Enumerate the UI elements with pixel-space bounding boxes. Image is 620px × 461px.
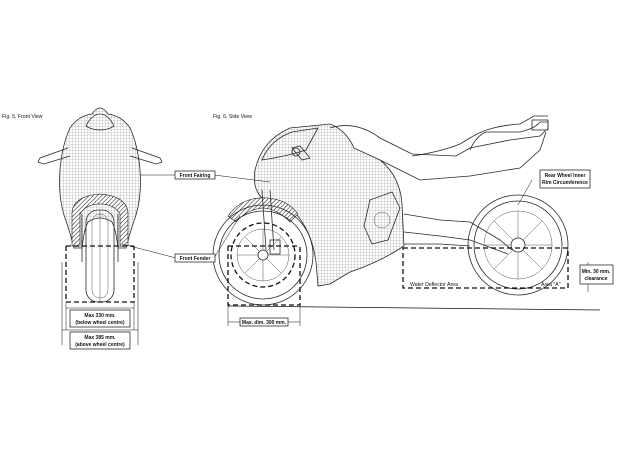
side-dim-box bbox=[239, 317, 289, 327]
callout-lines bbox=[121, 174, 533, 259]
min-clearance-line1: Min. 30 mm. bbox=[582, 269, 611, 275]
front-fairing-label: Front Fairing bbox=[180, 173, 211, 179]
water-deflector-area bbox=[402, 247, 569, 289]
side-view-title: Fig. 6, Side View bbox=[213, 114, 252, 120]
front-fender-front-view bbox=[71, 193, 129, 247]
max-330-line2: (below wheel centre) bbox=[75, 320, 125, 326]
side-view-motorcycle bbox=[253, 115, 549, 287]
front-fender-side-view bbox=[227, 197, 299, 223]
front-wheel-side-envelope bbox=[227, 246, 301, 306]
front-fender-label: Front Fender bbox=[180, 256, 211, 262]
rear-wheel-side bbox=[467, 194, 569, 296]
front-view-wheel-envelope bbox=[65, 246, 135, 303]
front-fairing-callout-box bbox=[174, 170, 216, 180]
front-view-dimensions bbox=[61, 262, 139, 345]
rear-wheel-line2: Rim Circumference bbox=[542, 180, 588, 186]
max-385-line1: Max 385 mm. bbox=[84, 335, 116, 341]
max-385-line2: (above wheel centre) bbox=[75, 342, 125, 348]
side-dim-label: Max. dim. 300 mm. bbox=[242, 320, 287, 326]
max-385-box bbox=[69, 331, 131, 350]
front-fender-callout-box bbox=[174, 253, 216, 263]
rear-wheel-line1: Rear Wheel Inner bbox=[545, 173, 586, 179]
ground-line bbox=[227, 305, 601, 311]
max-330-line1: Max 330 mm. bbox=[84, 313, 116, 319]
front-view-motorcycle bbox=[37, 107, 163, 303]
water-deflector-label: Water Deflector Area bbox=[410, 282, 458, 288]
max-330-box bbox=[69, 309, 131, 328]
rear-wheel-callout-box bbox=[539, 169, 591, 189]
front-view-title: Fig. 5, Front View bbox=[2, 114, 43, 120]
area-a-label: Area "A" bbox=[541, 282, 561, 288]
min-clearance-box bbox=[579, 264, 614, 285]
min-clearance-line2: clearance bbox=[584, 276, 607, 282]
